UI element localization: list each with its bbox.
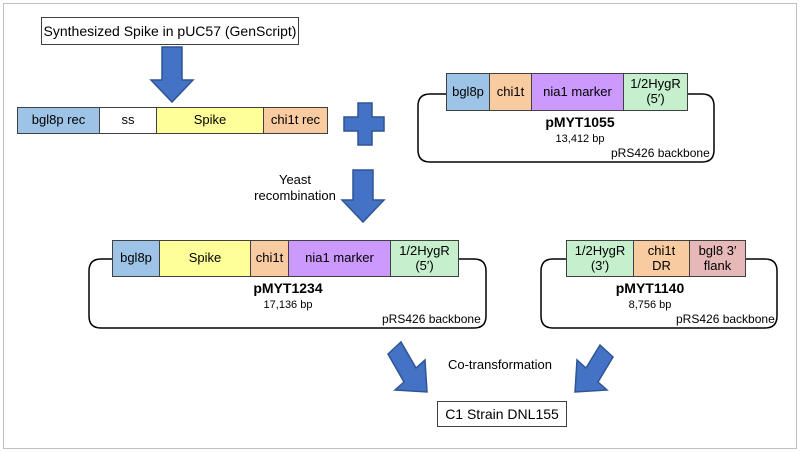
pMYT1055-size: 13,412 bp — [555, 133, 605, 145]
pMYT1055-strip: bgl8p chi1t nia1 marker 1/2HygR (5′) — [446, 73, 688, 111]
pMYT1055-segment-chi1t: chi1t — [490, 74, 532, 110]
diagonal-arrow-left — [387, 340, 428, 393]
recombination-label: Yeast recombination — [254, 172, 336, 204]
down-arrow-2 — [340, 169, 386, 224]
insert-strip: bgl8p rec ss Spike chi1t rec — [17, 107, 328, 134]
pMYT1234-name: pMYT1234 — [253, 280, 323, 296]
insert-segment-spike: Spike — [157, 108, 264, 133]
pMYT1055-segment-nia1-marker: nia1 marker — [532, 74, 624, 110]
pMYT1140-size: 8,756 bp — [628, 299, 672, 311]
pMYT1055-segment-bgl8p: bgl8p — [447, 74, 490, 110]
source-box: Synthesized Spike in pUC57 (GenScript) — [41, 17, 299, 45]
down-arrow-1 — [149, 46, 195, 104]
result-box: C1 Strain DNL155 — [437, 401, 567, 427]
cotransformation-label: Co-transformation — [447, 357, 553, 372]
pMYT1055-name: pMYT1055 — [545, 114, 615, 130]
pMYT1234-size: 17,136 bp — [263, 299, 313, 311]
pMYT1140-name: pMYT1140 — [615, 280, 685, 296]
pMYT1140-strip: 1/2HygR (3′) chi1t DR bgl8 3′ flank — [566, 240, 746, 277]
pMYT1234-segment-spike: Spike — [160, 241, 251, 276]
plasmid-outline-pMYT1140 — [540, 258, 778, 329]
result-box-text: C1 Strain DNL155 — [445, 406, 559, 422]
pMYT1140-backbone: pRS426 backbone — [676, 312, 775, 326]
pMYT1055-segment-hygr-5: 1/2HygR (5′) — [624, 74, 687, 110]
pMYT1234-segment-nia1-marker: nia1 marker — [289, 241, 391, 276]
insert-segment-ss: ss — [100, 108, 157, 133]
plasmid-outline-pMYT1234 — [88, 258, 487, 329]
diagonal-arrow-right — [574, 343, 614, 393]
source-box-text: Synthesized Spike in pUC57 (GenScript) — [43, 23, 297, 39]
pMYT1140-segment-chi1t-dr: chi1t DR — [634, 241, 690, 276]
figure-frame — [3, 3, 797, 449]
pMYT1234-segment-hygr-5: 1/2HygR (5′) — [391, 241, 458, 276]
pMYT1055-backbone: pRS426 backbone — [611, 146, 710, 160]
insert-segment-chi1t-rec: chi1t rec — [264, 108, 327, 133]
insert-segment-bgl8p-rec: bgl8p rec — [18, 108, 100, 133]
pMYT1140-segment-bgl8-flank: bgl8 3′ flank — [690, 241, 745, 276]
pMYT1140-segment-hygr-3: 1/2HygR (3′) — [567, 241, 634, 276]
pMYT1234-strip: bgl8p Spike chi1t nia1 marker 1/2HygR (5… — [112, 240, 459, 277]
pMYT1234-segment-bgl8p: bgl8p — [113, 241, 160, 276]
pMYT1234-segment-chi1t: chi1t — [251, 241, 289, 276]
plasmid-outline-pMYT1055 — [417, 93, 715, 163]
pMYT1234-backbone: pRS426 backbone — [382, 312, 481, 326]
plus-sign — [343, 102, 385, 146]
